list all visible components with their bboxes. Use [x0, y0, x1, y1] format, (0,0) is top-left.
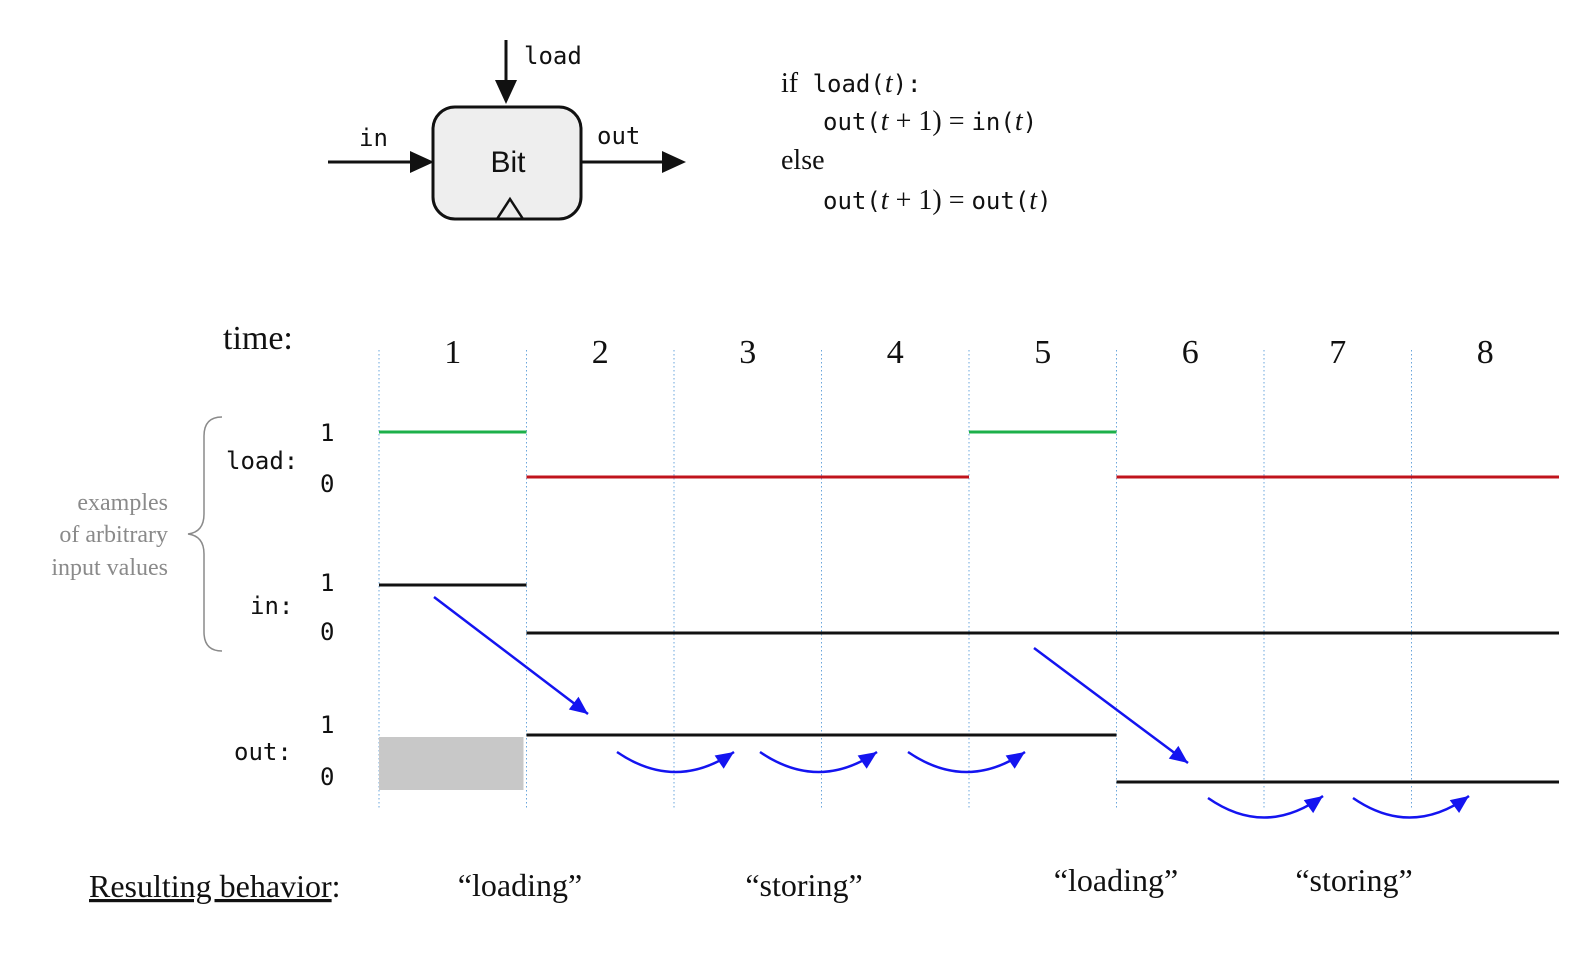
time-step-label: 7	[1329, 334, 1346, 371]
behavior-phase-4: “storing”	[1295, 862, 1412, 898]
arrowhead-icon	[1005, 752, 1025, 769]
time-step-label: 5	[1034, 334, 1051, 371]
arrowhead-icon	[1449, 796, 1469, 814]
time-label: time:	[223, 320, 293, 357]
store-arrow	[1352, 794, 1470, 819]
out-level-0: 0	[320, 763, 334, 791]
load-arrow	[1033, 646, 1189, 765]
time-step-label: 6	[1182, 334, 1199, 371]
unknown-value-region	[379, 737, 524, 790]
store-arrow	[616, 750, 735, 774]
in-level-1: 1	[320, 569, 334, 597]
arrowhead-icon	[1168, 745, 1188, 763]
time-step-label: 1	[444, 334, 461, 371]
bit-specification: if load(t): out(t + 1) = in(t) else out(…	[781, 68, 1052, 216]
time-step-numbers: 1 2 3 4 5 6 7 8	[444, 334, 1494, 371]
load-arrow-shaft	[1033, 646, 1189, 765]
clock-triangle-icon	[495, 196, 525, 220]
chip-input-label: in	[359, 124, 388, 152]
in-arrowhead	[410, 151, 434, 173]
load-arrow	[433, 596, 589, 715]
annotation-line-3: input values	[51, 555, 168, 581]
signal-name-load: load:	[226, 447, 298, 475]
behavior-arrows	[433, 596, 1470, 819]
inputs-annotation: examples of arbitrary input values	[51, 490, 168, 581]
out-level-1: 1	[320, 711, 334, 739]
behavior-phase-3: “loading”	[1054, 862, 1178, 898]
chip-name: Bit	[490, 146, 526, 179]
load-level-1: 1	[320, 419, 334, 447]
arrowhead-icon	[857, 752, 877, 769]
spec-line-else: else	[781, 145, 825, 176]
spec-line-if: if load(t):	[781, 68, 922, 99]
load-level-0: 0	[320, 470, 334, 498]
waveforms	[379, 430, 1559, 790]
store-arrow-curve	[907, 750, 1026, 774]
arrowhead-icon	[1303, 796, 1323, 814]
signal-name-in: in:	[250, 592, 293, 620]
annotation-line-1: examples	[77, 490, 168, 516]
store-arrow-curve	[1207, 794, 1324, 819]
arrowhead-icon	[568, 696, 588, 714]
in-waveform	[379, 583, 1559, 635]
behavior-phase-2: “storing”	[745, 867, 862, 903]
chip-load-label: load	[524, 42, 582, 70]
time-step-label: 8	[1477, 334, 1494, 371]
time-grid	[378, 350, 1412, 808]
time-step-label: 2	[592, 334, 609, 371]
store-arrow-curve	[616, 750, 735, 774]
curly-brace-icon	[187, 416, 223, 652]
store-arrow	[907, 750, 1026, 774]
behavior-title: Resulting behavior:	[89, 868, 341, 904]
store-arrow	[1207, 794, 1324, 819]
store-arrow-curve	[759, 750, 878, 774]
store-arrow	[759, 750, 878, 774]
arrowhead-icon	[714, 752, 734, 769]
load-waveform	[379, 430, 1559, 479]
spec-line-load-branch: out(t + 1) = in(t)	[823, 106, 1037, 137]
out-arrowhead	[662, 151, 686, 173]
time-step-label: 4	[887, 334, 904, 371]
in-level-0: 0	[320, 618, 334, 646]
annotation-line-2: of arbitrary	[59, 522, 168, 548]
chip-output-label: out	[597, 122, 640, 150]
out-waveform	[379, 733, 1559, 790]
signal-name-out: out:	[234, 738, 292, 766]
bit-chip: Bit in load out	[328, 40, 686, 221]
load-arrowhead	[495, 80, 517, 104]
behavior-phase-1: “loading”	[458, 867, 582, 903]
load-arrow-shaft	[433, 596, 589, 715]
spec-line-else-branch: out(t + 1) = out(t)	[823, 185, 1052, 216]
inputs-brace	[187, 416, 223, 652]
time-step-label: 3	[739, 334, 756, 371]
